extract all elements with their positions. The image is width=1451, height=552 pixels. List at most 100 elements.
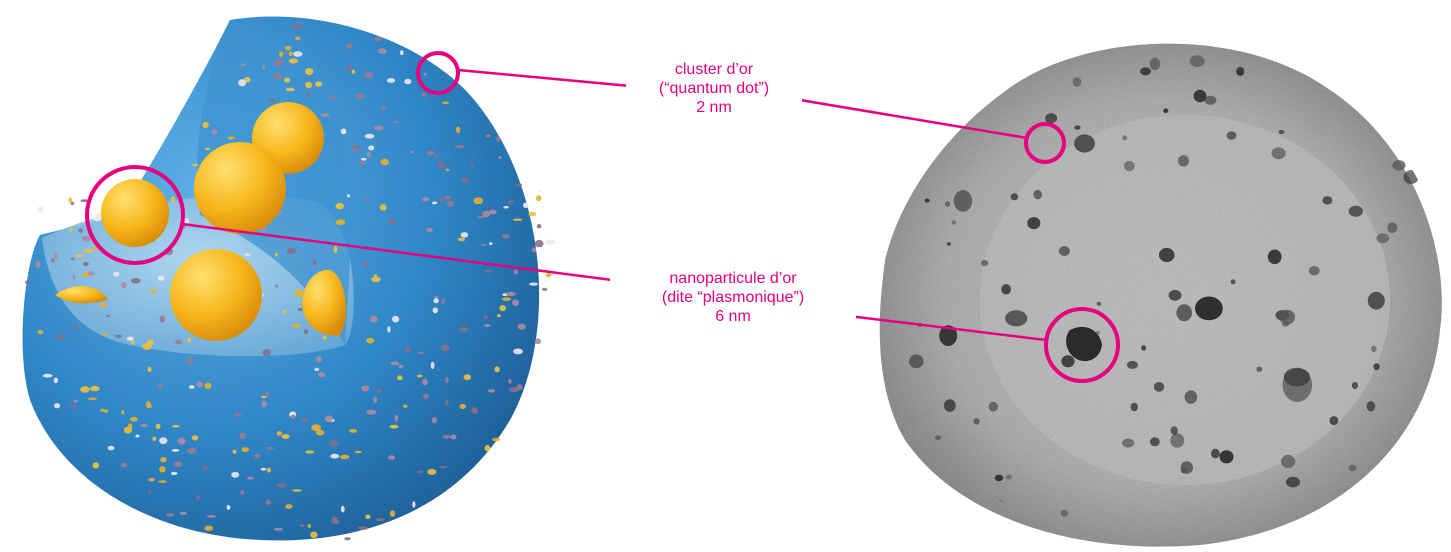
pore-dot: [393, 121, 399, 124]
pore-dot: [76, 254, 84, 257]
pore-dot: [207, 515, 216, 518]
tem-dark-spot: [995, 475, 1003, 482]
pore-dot: [456, 127, 460, 133]
tem-dark-spot: [1181, 461, 1193, 474]
pore-dot: [329, 440, 338, 446]
pore-dot: [368, 145, 374, 150]
pore-dot: [274, 59, 283, 66]
tem-dark-spot: [1074, 134, 1095, 152]
pore-dot: [484, 324, 490, 327]
pore-dot: [332, 516, 338, 523]
pore-dot: [513, 349, 523, 355]
pore-dot: [434, 298, 439, 303]
pore-dot: [78, 228, 83, 232]
pore-dot: [365, 134, 375, 139]
pore-dot: [460, 327, 468, 332]
tem-dark-spot: [1027, 217, 1040, 229]
pore-dot: [330, 95, 336, 99]
pore-dot: [341, 129, 347, 135]
pore-dot: [380, 159, 389, 165]
pore-dot: [523, 203, 529, 209]
pore-dot: [441, 298, 445, 304]
pore-dot: [36, 261, 41, 268]
pore-dot: [499, 305, 506, 311]
tem-dark-spot: [1001, 284, 1011, 294]
pore-dot: [69, 405, 77, 408]
pore-dot: [498, 156, 501, 159]
pore-dot: [304, 329, 308, 334]
tem-dark-spot: [1256, 367, 1262, 372]
tem-dark-spot: [1279, 310, 1295, 325]
pore-dot: [445, 377, 449, 383]
pore-dot: [365, 196, 369, 199]
pore-dot: [113, 272, 119, 277]
pore-dot: [427, 151, 435, 156]
pore-dot: [356, 94, 365, 99]
pore-dot: [159, 466, 165, 472]
pore-dot: [395, 415, 399, 422]
pore-dot: [546, 273, 552, 277]
pore-dot: [382, 105, 386, 110]
pore-dot: [266, 447, 274, 450]
pore-dot: [389, 219, 395, 225]
tem-dark-spot: [1122, 439, 1134, 448]
pore-dot: [443, 435, 451, 439]
tem-dark-spot: [1194, 90, 1207, 103]
pore-dot: [450, 435, 456, 440]
pore-dot: [180, 512, 187, 515]
pore-dot: [374, 274, 378, 276]
pore-dot: [418, 352, 425, 355]
pore-dot: [266, 391, 269, 398]
pore-dot: [83, 262, 89, 266]
pore-dot: [437, 198, 446, 201]
pore-dot: [392, 316, 399, 323]
tem-micrograph: [880, 44, 1442, 547]
pore-dot: [263, 349, 271, 356]
pore-dot: [367, 410, 377, 415]
pore-dot: [148, 490, 151, 494]
pore-dot: [90, 386, 100, 391]
pore-dot: [432, 202, 437, 205]
pore-dot: [300, 524, 305, 527]
tem-dark-spot: [1398, 481, 1406, 487]
pore-dot: [192, 435, 198, 440]
pore-dot: [121, 463, 128, 468]
pore-dot: [535, 240, 544, 247]
pore-dot: [266, 499, 269, 505]
pore-dot: [174, 461, 183, 467]
tem-dark-spot: [1074, 125, 1080, 129]
pore-dot: [529, 212, 537, 217]
tem-dark-spot: [925, 199, 930, 203]
tem-dark-spot: [1127, 361, 1138, 369]
pore-dot: [517, 183, 523, 186]
pore-dot: [268, 99, 275, 102]
tem-dark-spot: [1211, 449, 1220, 459]
pore-dot: [506, 292, 516, 296]
pore-dot: [405, 346, 411, 353]
pore-dot: [295, 37, 301, 40]
tem-dark-spot: [1005, 310, 1027, 326]
pore-dot: [439, 466, 448, 469]
pore-dot: [532, 248, 536, 253]
pore-dot: [212, 129, 218, 135]
pore-dot: [192, 164, 198, 166]
pore-dot: [336, 203, 344, 209]
pore-dot: [295, 24, 304, 27]
pore-dot: [539, 190, 542, 193]
pore-dot: [160, 457, 166, 462]
pore-dot: [445, 196, 451, 200]
pore-dot: [353, 146, 362, 149]
pore-dot: [38, 330, 44, 334]
pore-dot: [433, 307, 438, 313]
pore-dot: [196, 495, 200, 500]
pore-dot: [458, 238, 465, 242]
tem-dark-spot: [909, 355, 924, 369]
pore-dot: [390, 425, 399, 429]
pore-dot: [247, 477, 254, 480]
pore-dot: [313, 259, 317, 265]
pore-dot: [489, 242, 492, 245]
pore-dot: [196, 382, 203, 388]
pore-dot: [422, 92, 427, 97]
pore-dot: [54, 378, 58, 384]
pore-dot: [87, 271, 94, 275]
